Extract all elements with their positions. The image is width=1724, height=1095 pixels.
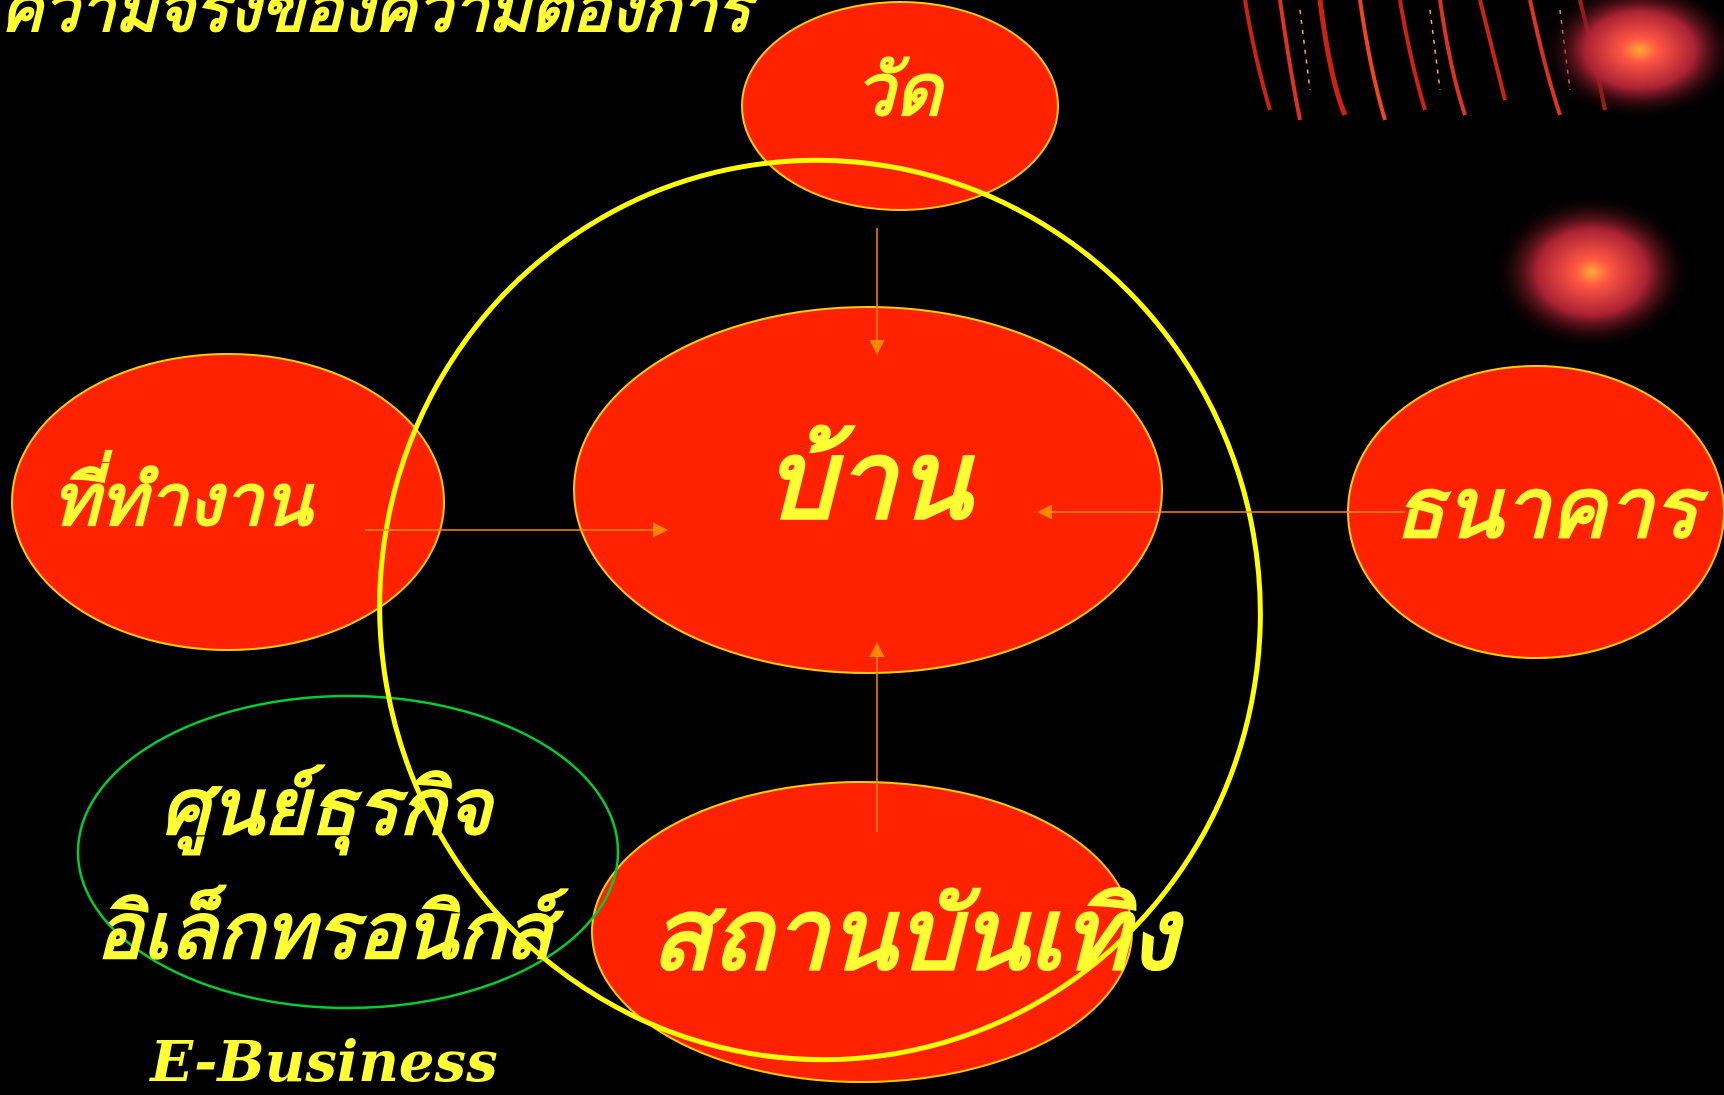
slide-title: ความจริงของความต้องการ — [0, 0, 751, 60]
node-right-label: ธนาคาร — [1394, 466, 1698, 550]
glow-orb-middle — [1492, 194, 1692, 350]
node-bottom-label: สถานบันเทิง — [651, 884, 1178, 984]
glow-orb-top — [1540, 0, 1724, 120]
node-left-label: ที่ทำงาน — [52, 464, 312, 536]
ebiz-label-line2: อิเล็กทรอนิกส์ — [96, 893, 553, 971]
node-top-label: วัด — [854, 54, 941, 126]
ebiz-caption: E-Business — [150, 1034, 497, 1090]
ebiz-label-line1: ศูนย์ธุรกิจ — [161, 769, 492, 847]
node-center-label: บ้าน — [765, 425, 972, 535]
